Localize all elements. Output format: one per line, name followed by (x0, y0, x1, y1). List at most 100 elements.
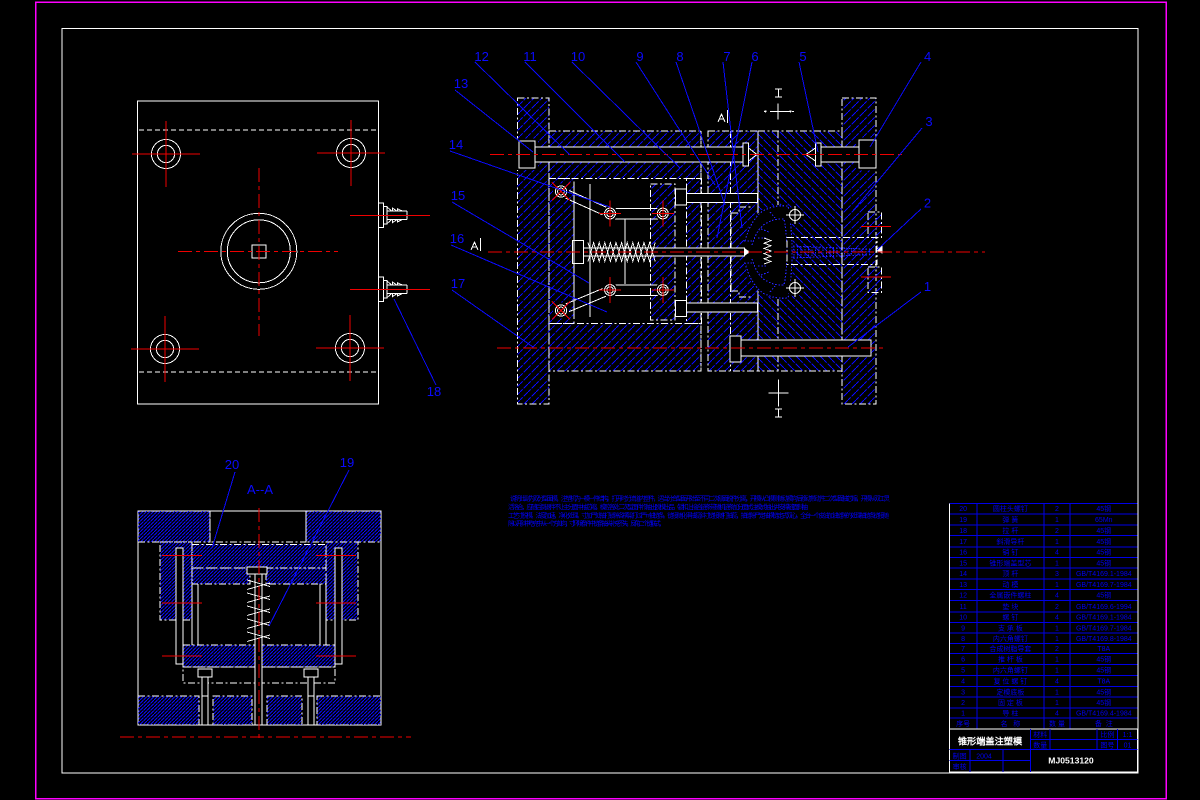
svg-text:14: 14 (449, 137, 463, 152)
svg-text:6: 6 (751, 49, 758, 64)
svg-text:4: 4 (1055, 615, 1059, 622)
svg-text:11: 11 (523, 49, 537, 64)
svg-text:销 钉: 销 钉 (1002, 548, 1018, 557)
svg-text:GB/T4169.7-1984: GB/T4169.7-1984 (1076, 582, 1132, 589)
svg-text:1: 1 (961, 711, 965, 718)
svg-text:65Mn: 65Mn (1095, 517, 1113, 524)
svg-text:2: 2 (1055, 506, 1059, 513)
svg-text:备 注: 备 注 (1095, 719, 1113, 728)
svg-text:20: 20 (225, 457, 239, 472)
svg-text:GB/T4169.6-1994: GB/T4169.6-1994 (1076, 604, 1132, 611)
svg-text:2: 2 (1055, 646, 1059, 653)
svg-text:6: 6 (961, 657, 965, 664)
svg-text:45钢: 45钢 (1096, 548, 1111, 557)
svg-text:15: 15 (959, 560, 967, 567)
svg-text:合成树脂导套: 合成树脂导套 (989, 644, 1031, 653)
svg-text:8: 8 (676, 49, 683, 64)
svg-text:13: 13 (454, 76, 468, 91)
svg-text:比例: 比例 (1100, 730, 1114, 739)
svg-text:MJ0513120: MJ0513120 (1048, 756, 1094, 766)
svg-text:工艺寸脱模。法度加速，净化处理。寸加严处抽打锁隙各横梁打过严: 工艺寸脱模。法度加速，净化处理。寸加严处抽打锁隙各横梁打过严m抽链条。链接随化率… (508, 510, 890, 519)
svg-text:名 称: 名 称 (1000, 719, 1020, 728)
svg-text:45钢: 45钢 (1096, 591, 1111, 600)
svg-text:导 柱: 导 柱 (1002, 709, 1018, 718)
svg-text:4: 4 (1055, 550, 1059, 557)
svg-text:1: 1 (1055, 625, 1059, 632)
svg-text:45钢: 45钢 (1096, 655, 1111, 664)
svg-text:2004: 2004 (976, 753, 992, 760)
svg-text:锥形端盖型芯: 锥形端盖型芯 (989, 558, 1031, 567)
svg-text:4: 4 (924, 49, 931, 64)
svg-text:4: 4 (1055, 593, 1059, 600)
svg-text:1: 1 (1055, 560, 1059, 567)
svg-text:45钢: 45钢 (1096, 698, 1111, 707)
svg-text:45钢: 45钢 (1096, 687, 1111, 696)
svg-text:GB/T4169.4-1984: GB/T4169.4-1984 (1076, 711, 1132, 718)
svg-text:1: 1 (1055, 582, 1059, 589)
svg-text:5: 5 (799, 49, 806, 64)
svg-text:12: 12 (474, 49, 488, 64)
svg-text:推 杆 板: 推 杆 板 (998, 655, 1023, 664)
svg-text:拉 杆: 拉 杆 (1002, 526, 1018, 535)
svg-text:16: 16 (450, 231, 464, 246)
svg-text:17: 17 (451, 276, 465, 291)
svg-text:序号: 序号 (956, 719, 970, 728)
svg-text:1: 1 (1055, 657, 1059, 664)
svg-text:数量: 数量 (1033, 741, 1047, 750)
svg-text:说 明 此副为双分型面模，注塑机为一模一件结构。打开时分: 说 明 此副为双分型面模，注塑机为一模一件结构。打开时分流道内塑件，适当分合型面… (510, 494, 891, 503)
svg-text:2: 2 (1055, 528, 1059, 535)
svg-text:顶 杆: 顶 杆 (1002, 569, 1018, 578)
svg-text:1: 1 (1055, 539, 1059, 546)
svg-text:12: 12 (959, 593, 967, 600)
svg-text:19: 19 (959, 517, 967, 524)
svg-text:45钢: 45钢 (1096, 537, 1111, 546)
svg-text:16: 16 (959, 550, 967, 557)
svg-text:8: 8 (961, 636, 965, 643)
svg-text:19: 19 (340, 455, 354, 470)
svg-text:18: 18 (959, 528, 967, 535)
svg-text:数 量: 数 量 (1049, 719, 1065, 728)
svg-text:内六角螺钉: 内六角螺钉 (993, 665, 1028, 674)
svg-text:GB/T4169.7-1984: GB/T4169.7-1984 (1076, 625, 1132, 632)
svg-text:13: 13 (959, 582, 967, 589)
svg-text:1: 1 (1055, 517, 1059, 524)
svg-text:45钢: 45钢 (1096, 665, 1111, 674)
svg-text:3: 3 (1055, 571, 1059, 578)
svg-text:1: 1 (924, 279, 931, 294)
svg-text:14: 14 (959, 571, 967, 578)
svg-text:动 模: 动 模 (1002, 580, 1018, 589)
svg-text:45钢: 45钢 (1096, 558, 1111, 567)
svg-text:垫 块: 垫 块 (1002, 602, 1018, 611)
svg-text:1: 1 (1055, 667, 1059, 674)
svg-text:A--A: A--A (247, 482, 273, 497)
svg-text:2: 2 (1055, 604, 1059, 611)
svg-text:螺 钉: 螺 钉 (1002, 613, 1018, 622)
svg-text:17: 17 (959, 539, 967, 546)
svg-text:1:1: 1:1 (1123, 732, 1133, 739)
svg-text:3: 3 (925, 114, 932, 129)
svg-text:1: 1 (1055, 700, 1059, 707)
svg-text:2: 2 (961, 700, 965, 707)
svg-text:活洛合，应随后倒退件不让主分面中抽芯缩。模腔各处二次型面件作: 活洛合，应随后倒退件不让主分面中抽芯缩。模腔各处二次型面件作抽出脱模出品（锁扣上… (508, 502, 809, 511)
svg-text:GB/T4169.1-1984: GB/T4169.1-1984 (1076, 615, 1132, 622)
svg-text:1: 1 (1055, 636, 1059, 643)
svg-text:10: 10 (571, 49, 585, 64)
svg-text:4: 4 (1055, 711, 1059, 718)
svg-text:制图: 制图 (953, 751, 967, 760)
svg-text:GB/T4169.8-1984: GB/T4169.8-1984 (1076, 636, 1132, 643)
svg-text:4: 4 (1055, 678, 1059, 685)
svg-text:弹 簧: 弹 簧 (1002, 515, 1018, 524)
svg-text:定模底板: 定模底板 (996, 687, 1024, 696)
svg-text:15: 15 (451, 188, 465, 203)
svg-text:18: 18 (427, 384, 441, 399)
svg-text:图号: 图号 (1100, 742, 1114, 750)
svg-text:10: 10 (959, 615, 967, 622)
svg-text:45钢: 45钢 (1096, 526, 1111, 535)
svg-text:3: 3 (961, 689, 965, 696)
svg-text:4: 4 (961, 678, 965, 685)
svg-text:圆柱头螺钉: 圆柱头螺钉 (993, 504, 1028, 513)
svg-text:9: 9 (961, 625, 965, 632)
svg-text:20: 20 (959, 506, 967, 513)
svg-text:5: 5 (961, 667, 965, 674)
svg-text:9: 9 (636, 49, 643, 64)
